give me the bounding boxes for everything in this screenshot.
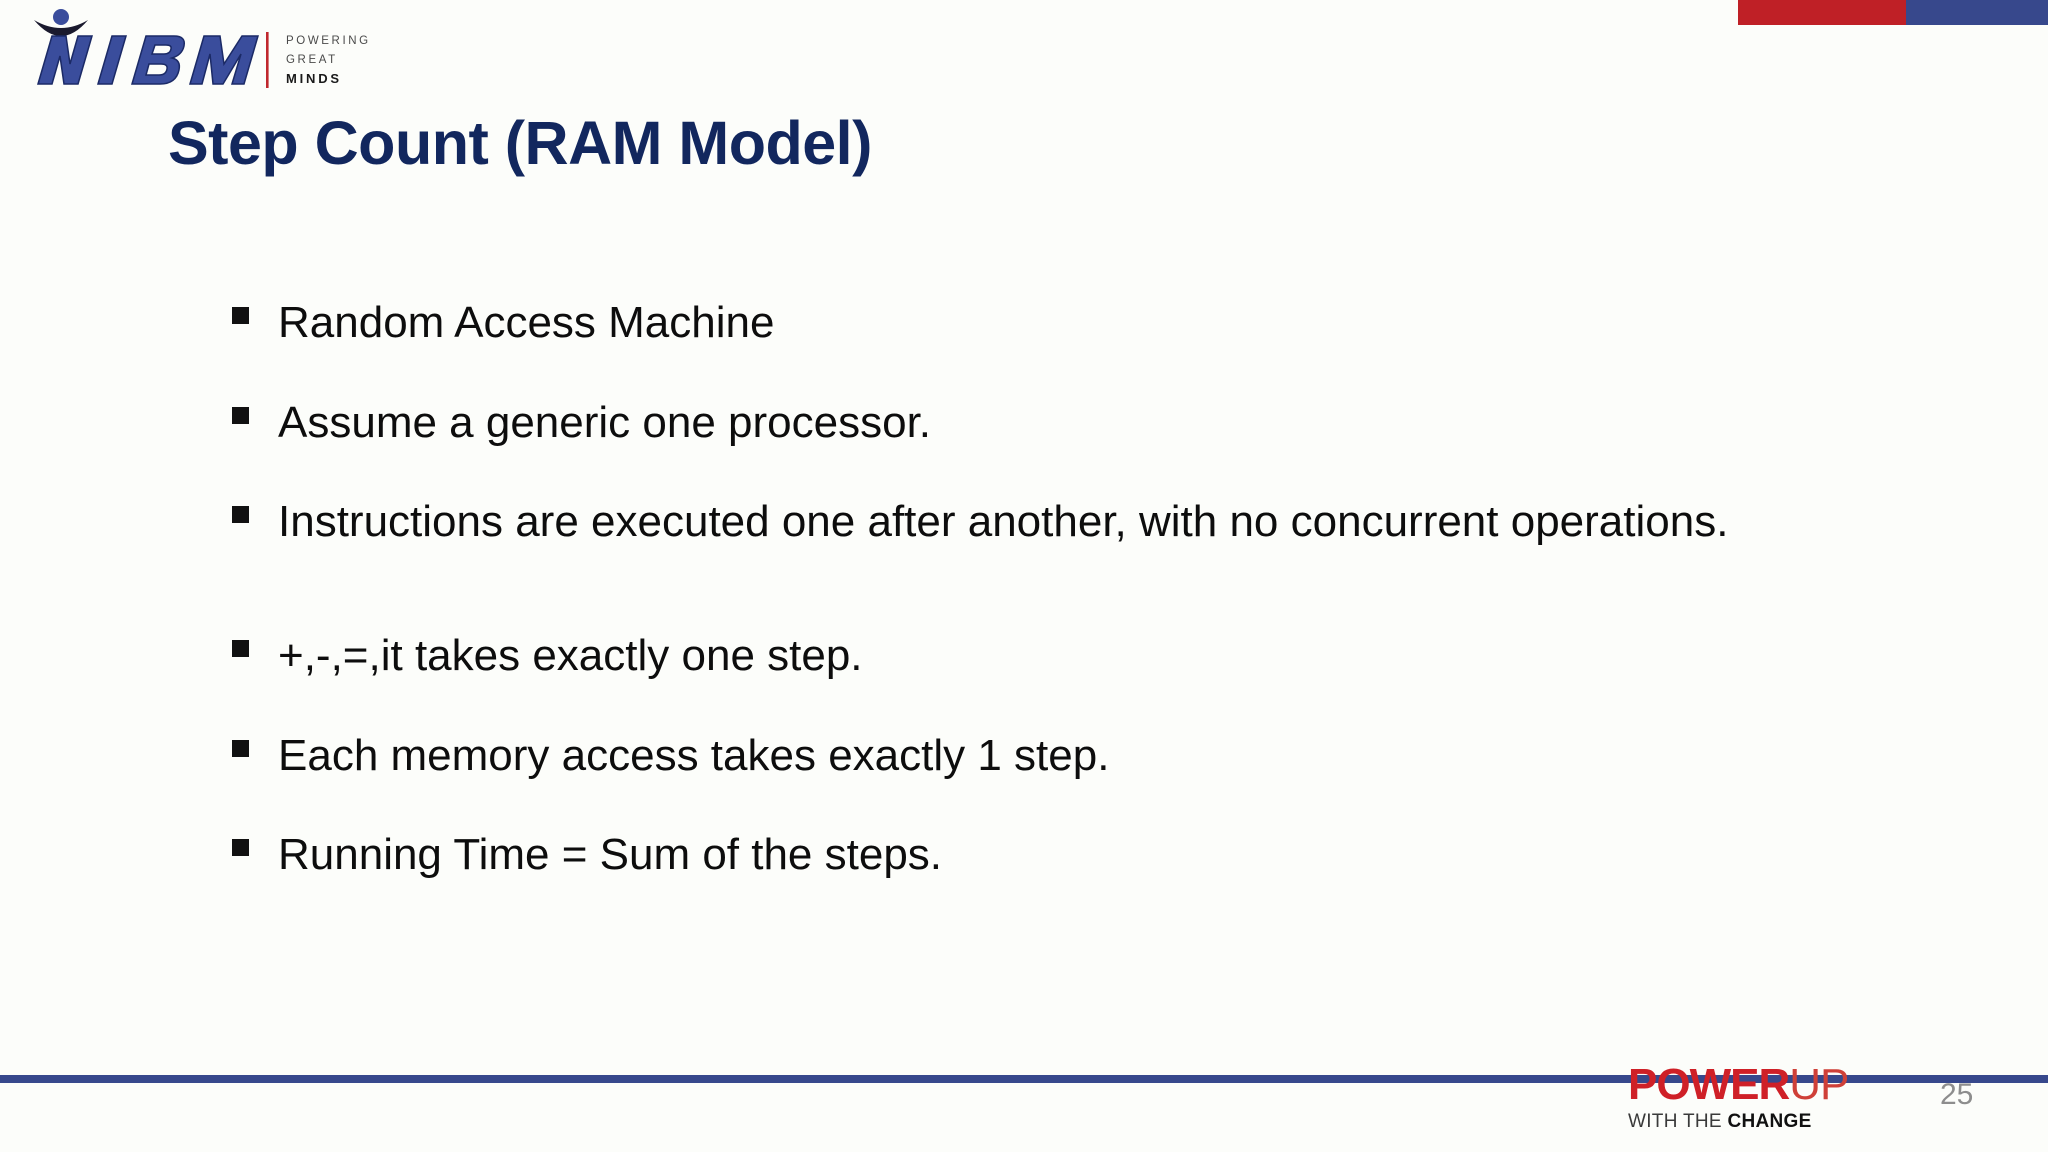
- list-item-text: Assume a generic one processor.: [278, 397, 932, 447]
- svg-text:MINDS: MINDS: [286, 71, 342, 86]
- square-bullet-icon: [232, 640, 249, 658]
- slide-number: 25: [1940, 1078, 1974, 1111]
- powerup-bold-text: POWER: [1628, 1060, 1790, 1109]
- list-item-text: +,-,=,it takes exactly one step.: [278, 631, 863, 681]
- powerup-light-text: UP: [1789, 1060, 1849, 1109]
- square-bullet-icon: [232, 406, 249, 424]
- powerup-tagline-light: WITH THE: [1628, 1111, 1728, 1132]
- list-item-text: Running Time = Sum of the steps.: [278, 830, 943, 880]
- powerup-logo: POWERUP WITH THE CHANGE: [1628, 1063, 1928, 1143]
- top-accent-bar-red: [1738, 0, 1906, 25]
- svg-text:GREAT: GREAT: [286, 54, 338, 66]
- list-item: Running Time = Sum of the steps.: [232, 817, 1932, 893]
- square-bullet-icon: [232, 307, 249, 324]
- list-item-text: Instructions are executed one after anot…: [278, 497, 1729, 547]
- nibm-logo: POWERING GREAT MINDS: [14, 6, 394, 92]
- top-accent-bar-blue: [1906, 0, 2048, 25]
- list-item: Random Access Machine: [232, 285, 1932, 361]
- svg-text:POWERING: POWERING: [286, 35, 371, 47]
- bullet-list: Random Access Machine Assume a generic o…: [232, 285, 1932, 917]
- list-item: +,-,=,it takes exactly one step.: [232, 618, 1932, 694]
- list-item-text: Random Access Machine: [278, 298, 775, 347]
- list-item: Instructions are executed one after anot…: [232, 484, 1932, 560]
- page-title: Step Count (RAM Model): [168, 109, 872, 177]
- list-item: Each memory access takes exactly 1 step.: [232, 718, 1932, 794]
- list-item-text: Each memory access takes exactly 1 step.: [278, 730, 1110, 780]
- powerup-tagline: WITH THE CHANGE: [1628, 1112, 1928, 1131]
- square-bullet-icon: [232, 739, 249, 757]
- square-bullet-icon: [232, 839, 249, 857]
- powerup-tagline-bold: CHANGE: [1727, 1111, 1812, 1132]
- square-bullet-icon: [232, 506, 249, 524]
- powerup-wordmark: POWERUP: [1628, 1063, 1928, 1107]
- footer-divider: [0, 1075, 2048, 1083]
- list-item: Assume a generic one processor.: [232, 385, 1932, 461]
- top-accent-bars: [1738, 0, 2048, 25]
